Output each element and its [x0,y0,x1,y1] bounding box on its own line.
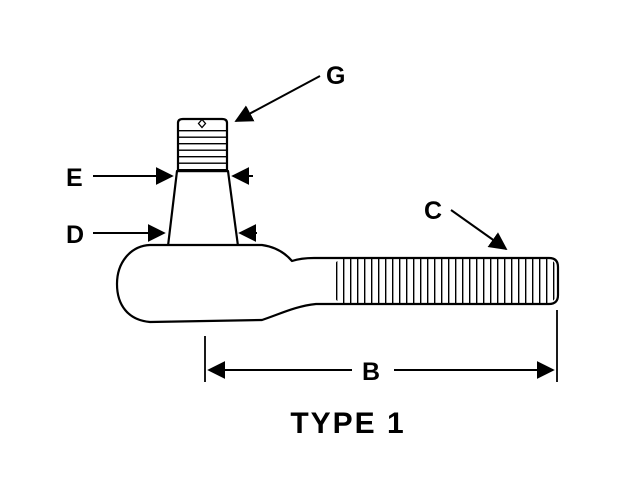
dimension-b: B [204,310,558,386]
dimension-label-b: B [362,358,380,386]
diagram-caption: TYPE 1 [290,407,405,440]
dimension-g: G [234,62,345,122]
taper-shaft [166,169,240,248]
dimension-d: D [66,221,257,249]
stud-threads [179,125,226,170]
shank-threads [334,259,556,303]
dimension-c: C [424,197,508,251]
housing-body-and-shank [115,243,560,324]
dimension-label-d: D [66,221,84,249]
dimension-e: E [66,164,253,192]
dimension-label-c: C [424,197,442,225]
cotter-pin-hole [197,118,207,129]
dimension-label-g: G [326,62,345,90]
dimension-label-e: E [66,164,83,192]
threaded-stud [176,117,229,173]
